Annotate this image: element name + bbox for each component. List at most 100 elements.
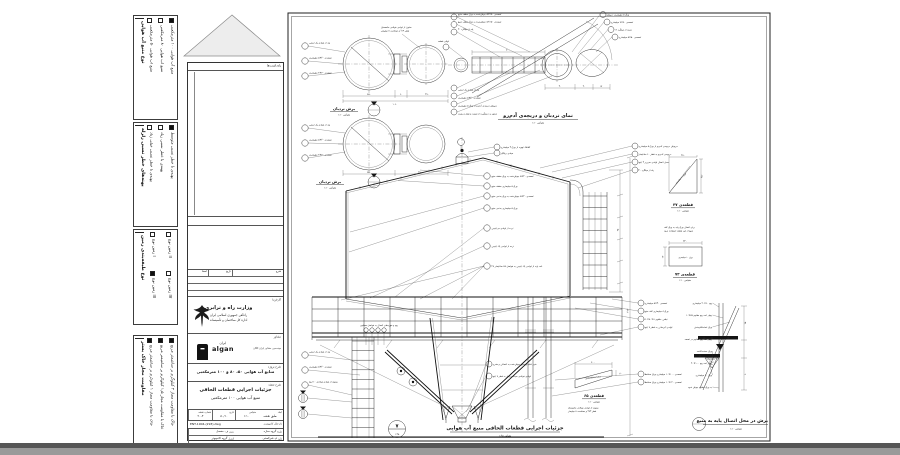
callout: پیچ ۶۰×۲۰ میلیمتری	[692, 302, 712, 305]
callout: میله‌ی برقگیر	[500, 151, 514, 155]
checkbox[interactable]	[166, 271, 171, 276]
dim: ۱۷	[600, 85, 603, 88]
file-row: نام فایل کامپیوتری ENT-1904-(293).dwg	[188, 420, 283, 428]
callout: پله از میلگرد ۳۰	[458, 27, 474, 31]
client-label-row: کارفرما	[188, 296, 283, 302]
piece-scale: مقیاس ۱:۱۰	[677, 210, 690, 213]
ladder-section-detail-a: پله از لوله‌ی یک اینچی تسمه‌ی ۳۰×۵ میلیم…	[301, 26, 449, 117]
checkbox[interactable]	[150, 271, 155, 276]
pedestal-callouts: پله از لوله‌ی یک اینچی تسمه‌ی ۳۰×۵ میلیم…	[298, 351, 361, 419]
callout: تسمه‌ی ۳۰×۵ میلیمتری	[309, 139, 332, 142]
sheet-no-label: شماره نقشه	[198, 410, 211, 414]
design-value: گروه سازه	[263, 429, 277, 433]
approve-label: تأیید	[277, 437, 282, 440]
checkbox[interactable]	[147, 125, 153, 130]
consultant-name-fa: ایران	[219, 341, 227, 345]
view-scale: مقیاس ۱:۱۰	[532, 122, 545, 125]
legend-title: نوع طبقه‌بندی زمین	[135, 232, 145, 322]
callout: ورق ۵ میلیمتری بدنه‌ی منبع	[492, 207, 518, 210]
checkbox[interactable]	[168, 125, 174, 130]
bottom-bar-light	[0, 448, 900, 455]
revision-table: شرح تاریخ امضا	[188, 269, 283, 293]
callout: پله از لوله‌ی یک اینچی	[309, 124, 330, 127]
file-label: نام فایل کامپیوتری	[263, 422, 282, 425]
callout: تسمه‌ی ۳۰×۵ میلیمتری	[645, 302, 668, 305]
dim: ۲۰	[583, 85, 585, 88]
legend-item: پهنه‌ی با خطر نسبی متوسط	[166, 125, 176, 224]
dims-label: ابعاد	[277, 410, 282, 414]
callout: تسمه‌ی ۵۰×۵ میلیمتری	[619, 36, 642, 39]
checkbox[interactable]	[168, 338, 174, 343]
legend-item-label: زمین نوع IV	[168, 278, 172, 299]
dim: ۶۰	[400, 93, 402, 96]
callout: ۲۸ عدد پایه از لوله‌ی یک اینچی به فواصل …	[492, 265, 544, 268]
sheet-no-value: ۲۰-۴	[197, 413, 204, 418]
dim: ۶۰	[744, 373, 747, 375]
support-structure: پیچ و مهره‌های اتصال به فواصل مساوی	[318, 297, 615, 438]
callout: درپوش دریچه‌ی آدم‌رو از ورق ۵ میلیمتری	[458, 105, 497, 108]
rev-col-sign: امضا	[201, 270, 207, 273]
date-label: تاریخ	[229, 410, 234, 414]
consultant-side-note: مهندسین مشاور ایران الگان	[253, 347, 281, 350]
draft-value: ف. مفصل	[216, 429, 229, 433]
view-title: برش نردبان	[333, 106, 356, 111]
callout: تسمه‌ی ۴۰×۴ میلیمتری	[309, 72, 332, 75]
callout: پله از میلگرد ۲۰	[639, 168, 655, 172]
consultant-name-en: algan	[212, 345, 234, 353]
callout: تسمه‌ی ۳۰×۵ میلیمتری	[458, 97, 481, 100]
legend-item-label: زمین نوع II	[168, 239, 172, 258]
piece-scale: مقیاس ۱:۱۰	[679, 279, 692, 282]
legend-item: پهنه‌ی با خطر نسبی زیاد	[156, 125, 166, 224]
legend-item: خاک با مقاومت مجاز ۱٫۵ کیلوگرم بر سانتیم…	[156, 338, 166, 445]
drawing-label-row: شرح نقشه	[188, 381, 283, 387]
callout: لوله‌ی فولادی سیاه درزدار به قطر ۴ اینچ	[493, 375, 532, 378]
piece-73-detail: ۳۳۰ ۱۹۰ ورق ۱۰ میلیمتری قطعه‌ی ۷۳ مقیاس …	[662, 240, 703, 282]
view-scale: مقیاس ۱:۱۰	[324, 187, 337, 190]
piece-scale: مقیاس ۱:۱۰	[588, 401, 601, 404]
checkbox[interactable]	[150, 232, 155, 237]
legend-item-label: منبع آب هوایی ۸۰ مترمکعبی	[160, 25, 164, 73]
callout: تسمه‌ی ۱۸۰×۵ جوش‌شده به ورق سقف منبع	[458, 13, 502, 16]
dim: ۴۰۰	[591, 361, 595, 364]
checkbox[interactable]	[158, 338, 163, 343]
checkbox[interactable]	[166, 232, 171, 237]
checkbox[interactable]	[158, 125, 163, 130]
client-sub1: راه‌آهن جمهوری اسلامی ایران	[209, 312, 248, 317]
legend-item: منبع آب هوایی ۸۰ مترمکعبی	[156, 18, 166, 117]
right-top-callouts: درپوش دریچه‌ی آدم‌رو از ورق ۵ میلیمتری د…	[539, 142, 678, 189]
piece-title: قطعه‌ی ۶۵	[584, 393, 605, 398]
drain-callouts: شیر تخلیه‌ی منبع جوش‌شده به اتصالی و مغز…	[465, 360, 537, 413]
checkbox[interactable]	[147, 18, 153, 23]
callout: تسمه‌ی ۳۰×۵ میلیمتری	[309, 57, 332, 60]
dim: ۳۰	[559, 85, 561, 88]
ladder-hatch-view: ۳۰۰ ۳۰ ۲۰ ۱۷ تسمه‌ی ۱۸۰×۵ جوش‌شده به ورق…	[438, 11, 642, 125]
checkbox[interactable]	[168, 18, 174, 23]
legend-item-label: پهنه‌ی با خطر نسبی زیاد	[160, 132, 164, 173]
callout: تسمه‌ی ۳۰×۵ میلیمتری	[309, 366, 332, 369]
callout: محل اتصال لوله‌ی سرریز ۳ اینچ	[639, 161, 670, 164]
ministry-eagle-logo	[193, 305, 211, 327]
section-flag-marker	[298, 406, 353, 419]
material-label: ورق ۱۰ میلیمتری	[678, 256, 692, 259]
ladder-section-detail-b: پله از لوله‌ی یک اینچی تسمه‌ی ۳۰×۵ میلیم…	[301, 115, 449, 190]
checkbox[interactable]	[158, 18, 163, 23]
client-sub2: اداره کل ساختمان و تأسیسات	[209, 317, 248, 322]
dim: ۳۳۰	[683, 240, 687, 243]
callout: تسمه‌ی ۴۰×۴ میلیمتری	[309, 154, 332, 157]
dim-total: ۳۶۲۰	[627, 308, 630, 313]
anchor-note: پیچ و مهره‌های اتصال به فواصل مساوی	[360, 324, 398, 327]
checkbox[interactable]	[147, 338, 153, 343]
legend-item: خاک با مقاومت مجاز ۲ کیلوگرم بر سانتیمتر…	[166, 338, 176, 445]
legend-title: نوع منبع آب هوایی	[135, 18, 145, 117]
legend-title: مقاومت مجاز خاک بستر	[135, 338, 145, 445]
callout: ورق ۵ میلیمتری سقف منبع	[492, 185, 518, 188]
file-value: ENT-1904-(293).dwg	[190, 422, 221, 426]
date-value: ۸۰/۱۰	[220, 413, 228, 418]
right-lower-callouts: تسمه‌ی ۳۰×۵ میلیمتری ورق ۸ میلیمتری کف م…	[551, 298, 682, 397]
dim: ۳۰	[620, 373, 622, 376]
section-marker	[367, 101, 381, 117]
callout: ورق ۱۰ میلیمتری	[696, 374, 712, 377]
check-label: کنترل	[228, 437, 234, 440]
view-scale: مقیاس ۱:۱۰	[730, 428, 743, 431]
check-value: گروه کامپیوتر	[211, 436, 228, 440]
